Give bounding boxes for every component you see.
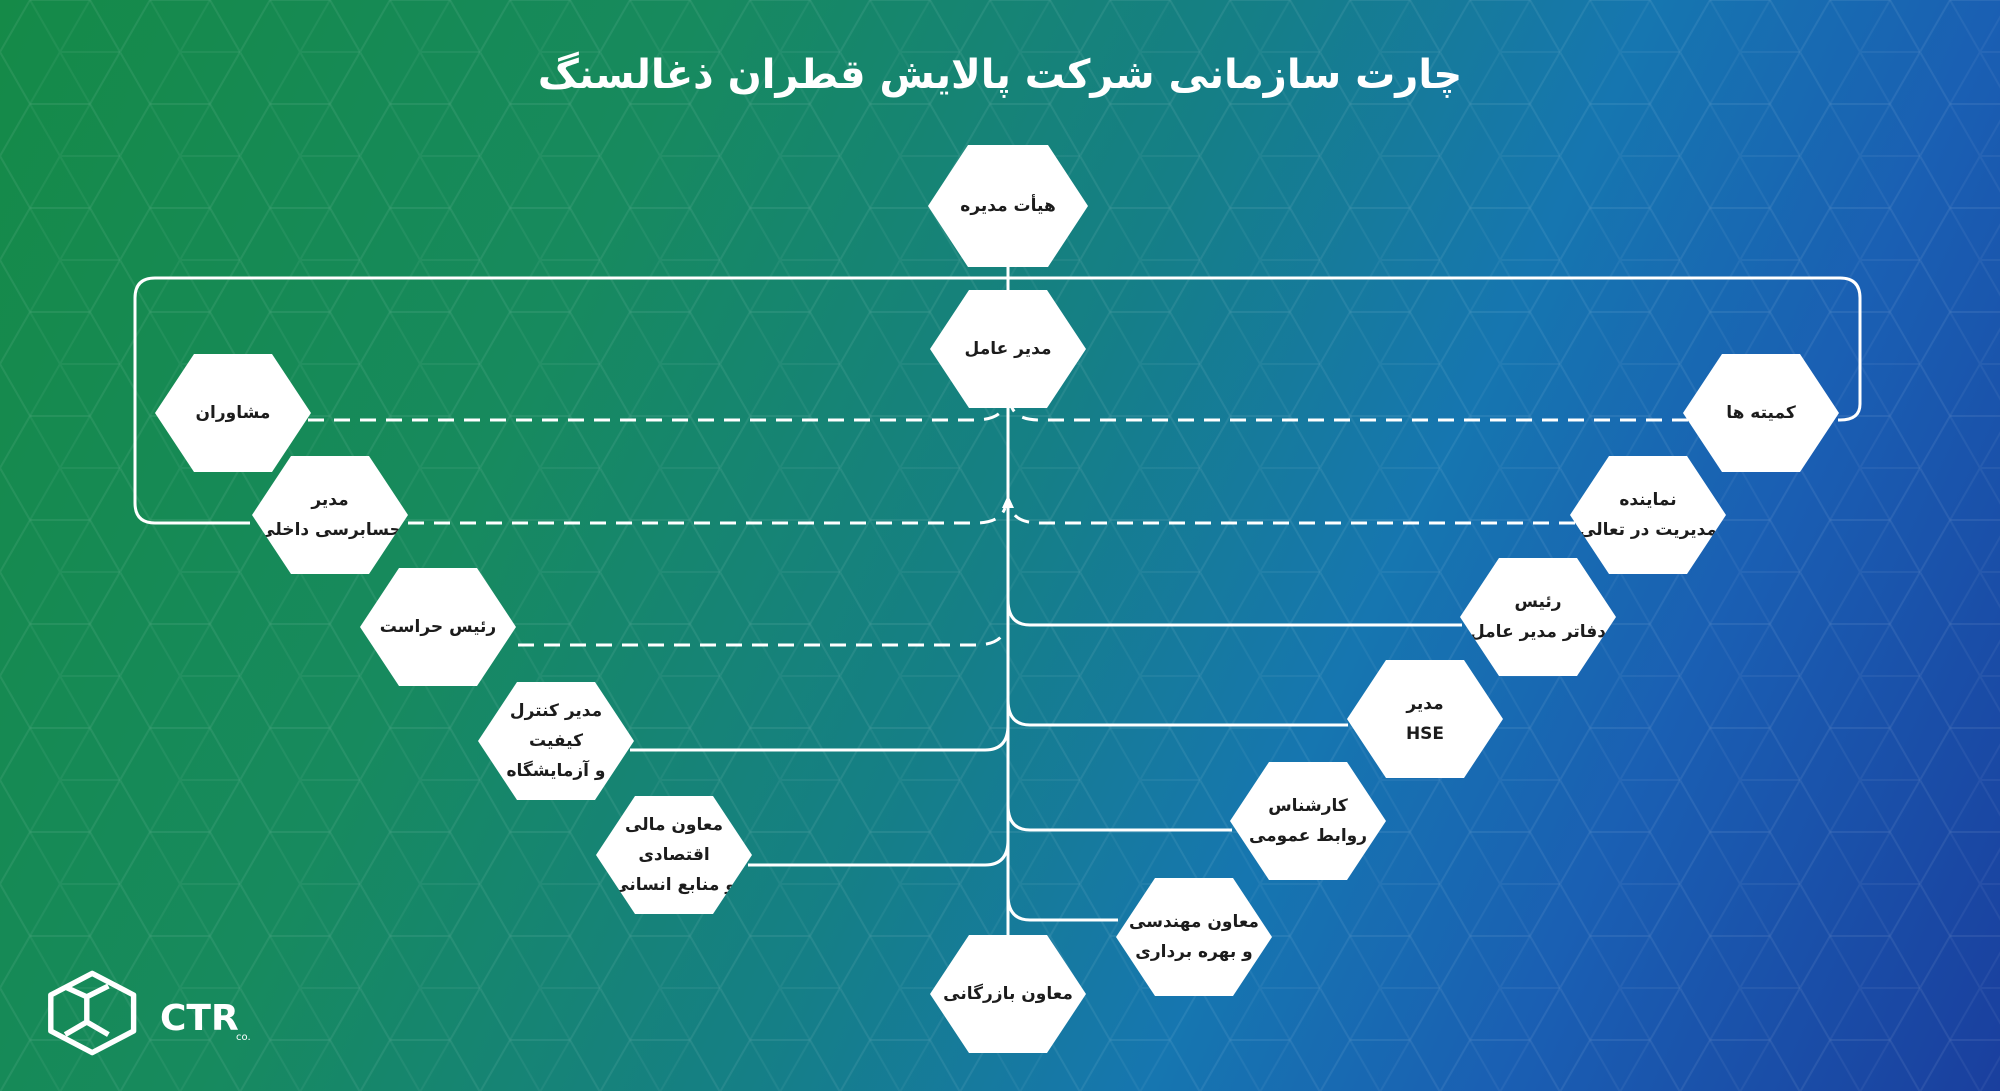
node-label: مشاوران [195,403,271,423]
branch-finance [748,839,1010,867]
node-pr: کارشناس روابط عمومی [1230,762,1386,880]
dashed-excellence [1009,507,1575,525]
node-label: معاون مهندسی و بهره برداری [1129,912,1259,962]
node-label: رئیس حراست [379,617,497,637]
dashed-advisors [308,404,1007,422]
node-finance: معاون مالی اقتصادی و منابع انسانی [596,796,752,914]
branch-pr [1006,804,1232,832]
branch-engineering [1006,894,1118,922]
logo-text: CTR [160,998,239,1039]
company-logo: CTR co. [40,968,260,1058]
node-engineering: معاون مهندسی و بهره برداری [1116,878,1272,996]
branch-quality [630,724,1010,752]
branch-ceo-office [1006,599,1462,627]
logo-subtext: co. [236,1032,251,1043]
node-quality: مدیر کنترل کیفیت و آزمایشگاه [478,682,634,800]
node-security: رئیس حراست [360,568,516,686]
dashed-committees [1009,404,1688,422]
node-hse: مدیر HSE [1347,660,1503,778]
node-label: رئیس دفاتر مدیر عامل [1469,592,1607,642]
node-label: معاون بازرگانی [943,984,1073,1004]
node-ceo-office: رئیس دفاتر مدیر عامل [1460,558,1616,676]
node-label: کمیته ها [1726,403,1796,423]
dashed-security [518,629,1007,647]
node-label: مدیر کنترل کیفیت و آزمایشگاه [506,701,606,781]
node-label: مدیر HSE [1405,694,1445,744]
node-label: معاون مالی اقتصادی و منابع انسانی [612,815,736,895]
node-label: کارشناس روابط عمومی [1248,796,1368,846]
board-loop-line [133,276,1862,525]
node-label: مدیر حسابرسی داخلی [258,490,402,540]
branch-hse [1006,699,1348,727]
cube-logo-icon: CTR co. [48,970,251,1056]
node-label: هیأت مدیره [960,196,1056,216]
node-label: نماینده مدیریت در تعالی [1579,490,1717,540]
arrow-mid [1002,495,1014,508]
node-label: مدیر عامل [964,339,1052,359]
page-title: چارت سازمانی شرکت پالایش قطران ذغالسنگ [537,52,1463,98]
dashed-audit [408,507,1007,525]
